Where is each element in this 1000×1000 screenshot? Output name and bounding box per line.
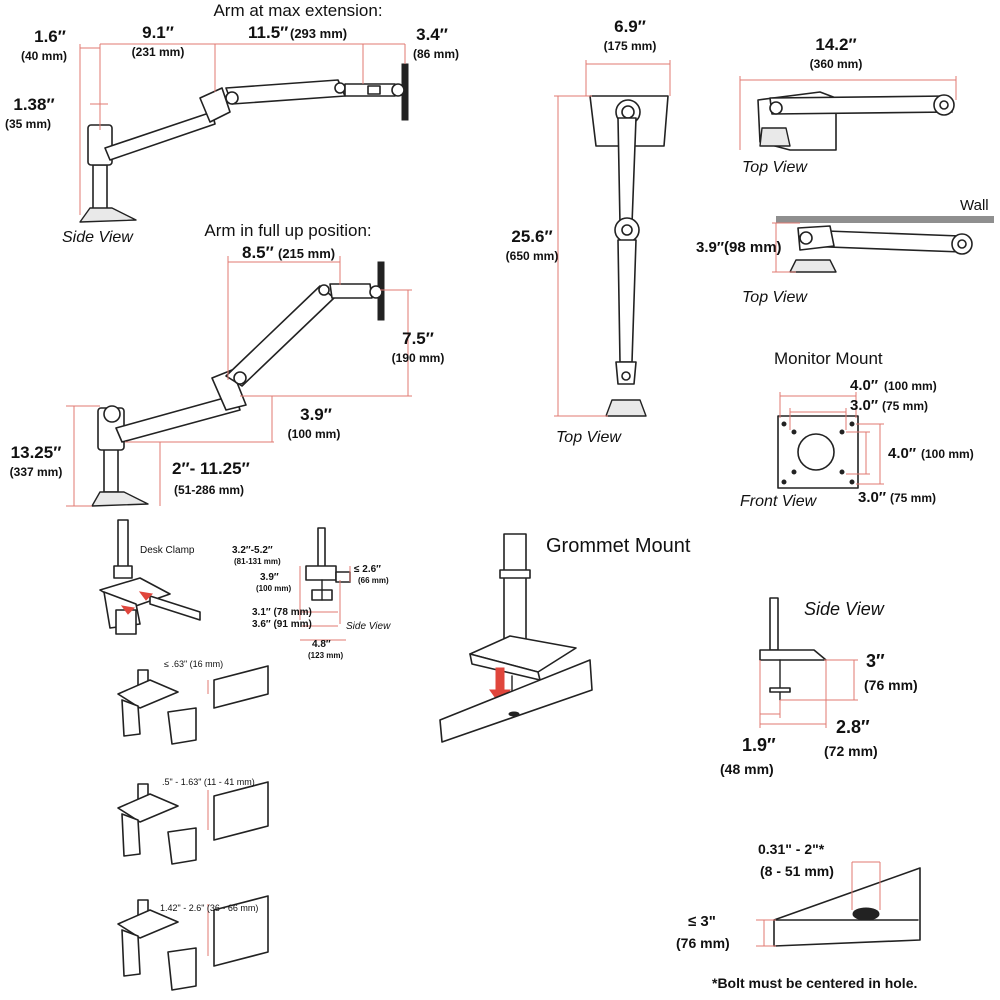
dim-25-6-mm: (650 mm) — [505, 249, 559, 263]
dim-3-4-in: 3.4″ — [416, 25, 448, 44]
clamp-dim-1: 3.2″-5.2″ — [232, 545, 273, 556]
dim-2-11-25-in: 2″- 11.25″ — [172, 459, 250, 478]
hole-dim-1-mm: (8 - 51 mm) — [760, 863, 834, 879]
hole-dim-2-mm: (76 mm) — [676, 935, 730, 951]
clamp-step-3-label: 1.42" - 2.6" (36 - 66 mm) — [160, 903, 259, 913]
dim-14-2-mm: (360 mm) — [809, 57, 863, 71]
clamp-dim-3: ≤ 2.6″ — [354, 564, 381, 575]
dim-8-5-mm: (215 mm) — [278, 246, 336, 261]
grommet-hole-drawing — [756, 861, 921, 947]
dim-9-1-mm: (231 mm) — [131, 45, 185, 59]
top-view-right-drawing — [739, 76, 957, 151]
max-extension-heading: Arm at max extension: — [213, 1, 383, 20]
clamp-dim-2-mm: (100 mm) — [256, 584, 292, 593]
dim-mm-right-4-0-in: 4.0″ — [888, 445, 917, 462]
dim-mm-3-0-in: 3.0″ — [850, 397, 879, 414]
dim-1-6-mm: (40 mm) — [20, 49, 68, 63]
wall-view-drawing — [772, 216, 994, 273]
dim-1-9-mm: (48 mm) — [720, 761, 774, 777]
dim-25-6-in: 25.6″ — [511, 227, 553, 246]
grommet-side-view-label: Side View — [804, 599, 884, 619]
dim-2-11-25-mm: (51-286 mm) — [174, 483, 245, 497]
desk-clamp-drawing — [99, 519, 351, 641]
dim-mm-4-0-mm: (100 mm) — [884, 379, 937, 393]
dim-3-9-mm: (100 mm) — [287, 427, 341, 441]
clamp-step-1-label: ≤ .63" (16 mm) — [164, 659, 224, 669]
grommet-mount-heading: Grommet Mount — [546, 535, 691, 557]
dim-mm-4-0-in: 4.0″ — [850, 377, 879, 394]
clamp-step-2-drawing — [117, 781, 269, 865]
full-up-heading: Arm in full up position: — [204, 221, 372, 240]
hole-dim-1: 0.31" - 2"* — [758, 841, 825, 857]
wall-view-label: Top View — [742, 289, 807, 306]
dim-wall-3-9: 3.9″(98 mm) — [696, 239, 782, 256]
dim-1-9-in: 1.9″ — [742, 735, 776, 755]
clamp-dim-5: 3.6″ (91 mm) — [252, 619, 312, 630]
max-extension-view-label: Side View — [62, 229, 133, 246]
full-up-arm-drawing — [66, 256, 412, 507]
dim-7-5-in: 7.5″ — [402, 329, 434, 348]
desk-clamp-label: Desk Clamp — [140, 545, 195, 556]
dim-3-in: 3″ — [866, 651, 885, 671]
wall-label: Wall — [960, 197, 989, 214]
dim-2-8-mm: (72 mm) — [824, 743, 878, 759]
dim-mm-right-3-0-in: 3.0″ — [858, 489, 887, 506]
dim-7-5-mm: (190 mm) — [391, 351, 445, 365]
dim-14-2-in: 14.2″ — [815, 35, 857, 54]
clamp-dim-2: 3.9″ — [260, 572, 279, 583]
dim-mm-right-3-0-mm: (75 mm) — [890, 491, 937, 505]
grommet-mount-drawing — [439, 533, 593, 743]
dim-8-5-in: 8.5″ — [242, 243, 274, 262]
dim-9-1-in: 9.1″ — [142, 23, 174, 42]
dim-6-9-mm: (175 mm) — [603, 39, 657, 53]
dim-2-8-in: 2.8″ — [836, 717, 870, 737]
clamp-step-1-drawing — [117, 665, 269, 745]
dim-13-25-mm: (337 mm) — [9, 465, 63, 479]
front-view-label: Front View — [740, 493, 817, 510]
clamp-dim-6-mm: (123 mm) — [308, 651, 344, 660]
clamp-dim-6: 4.8″ — [312, 639, 331, 650]
dim-3-4-mm: (86 mm) — [412, 47, 460, 61]
top-view-center-drawing — [554, 60, 671, 417]
clamp-dim-4: 3.1″ (78 mm) — [252, 607, 312, 618]
top-view-center-label: Top View — [556, 429, 621, 446]
clamp-dim-3-mm: (66 mm) — [358, 576, 389, 585]
dim-11-5-in: 11.5″ — [248, 23, 289, 42]
clamp-step-3-drawing — [117, 895, 269, 991]
dim-1-6-in: 1.6″ — [34, 27, 66, 46]
dim-mm-right-4-0-mm: (100 mm) — [921, 447, 974, 461]
monitor-mount-heading: Monitor Mount — [774, 349, 883, 368]
dim-3-9-in: 3.9″ — [300, 405, 332, 424]
clamp-side-view-label: Side View — [346, 621, 391, 632]
dim-3-mm: (76 mm) — [864, 677, 918, 693]
dim-mm-3-0-mm: (75 mm) — [882, 399, 929, 413]
clamp-step-2-label: .5" - 1.63" (11 - 41 mm) — [162, 777, 255, 787]
hole-note: *Bolt must be centered in hole. — [712, 975, 918, 991]
grommet-side-drawing — [759, 597, 858, 728]
dim-11-5-mm: (293 mm) — [290, 26, 348, 41]
max-extension-arm-drawing — [79, 43, 409, 223]
hole-dim-2: ≤ 3" — [688, 913, 716, 930]
top-view-right-label: Top View — [742, 159, 807, 176]
dim-1-38-in: 1.38″ — [13, 95, 55, 114]
clamp-dim-1-mm: (81-131 mm) — [234, 557, 281, 566]
dim-6-9-in: 6.9″ — [614, 17, 646, 36]
monitor-mount-drawing — [777, 392, 884, 489]
dim-1-38-mm: (35 mm) — [4, 117, 52, 131]
dim-13-25-in: 13.25″ — [10, 443, 62, 462]
